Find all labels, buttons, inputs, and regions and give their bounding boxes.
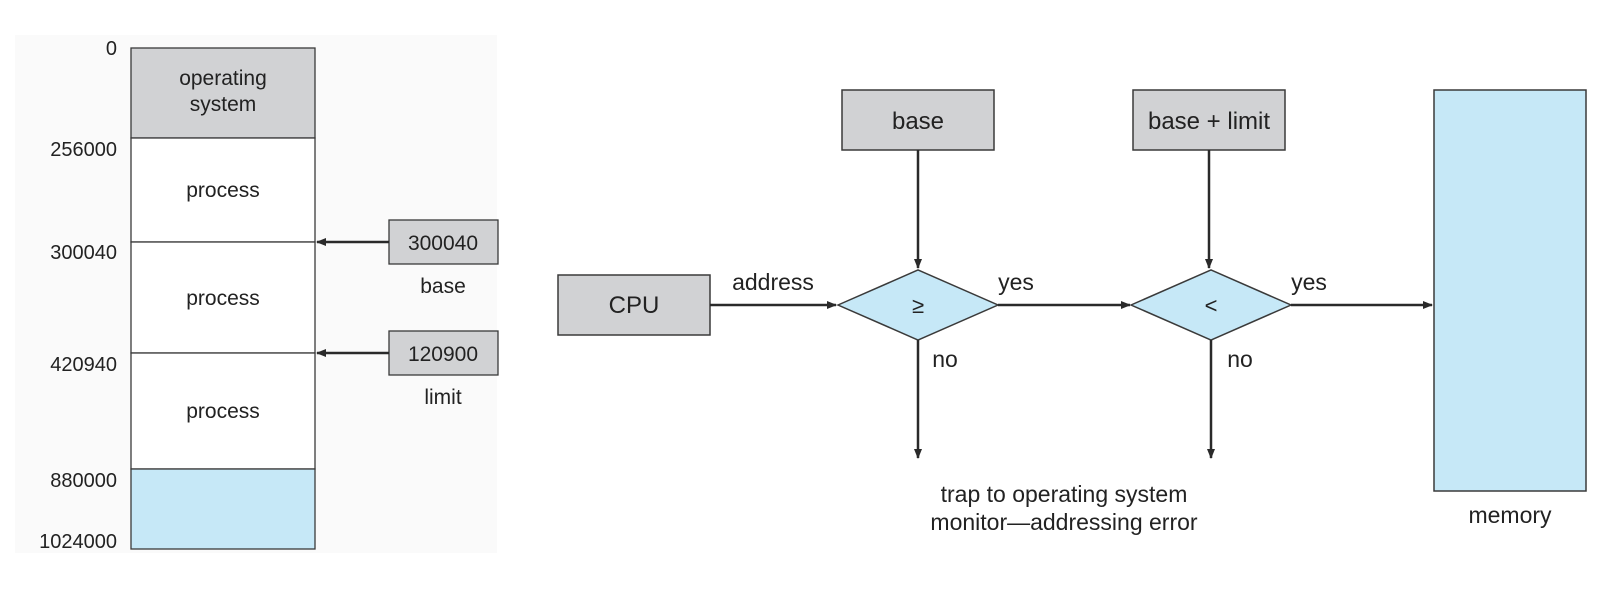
yes-label-1: yes xyxy=(998,269,1034,295)
os-label-line1: operating xyxy=(179,67,267,90)
base-box xyxy=(841,89,995,151)
process-block-2 xyxy=(130,241,316,354)
trap-label-line2: monitor—addressing error xyxy=(930,509,1198,535)
memory-label: memory xyxy=(1468,502,1552,528)
os-label-line2: system xyxy=(190,93,257,116)
base-register-box xyxy=(388,219,499,265)
process-label-2: process xyxy=(186,287,260,310)
process-block-3 xyxy=(130,352,316,470)
base-limit-box-label: base + limit xyxy=(1148,108,1270,135)
base-register-label: base xyxy=(420,275,466,298)
no-label-2: no xyxy=(1227,346,1253,372)
no-label-1: no xyxy=(932,346,958,372)
compare-ge-symbol: ≥ xyxy=(912,293,924,318)
limit-register-label: limit xyxy=(424,386,461,409)
yes-label-2: yes xyxy=(1291,269,1327,295)
compare-lt-symbol: < xyxy=(1205,293,1218,318)
free-memory-block xyxy=(130,468,316,550)
cpu-box xyxy=(557,274,711,336)
address-label: address xyxy=(732,269,814,295)
os-block xyxy=(130,47,316,139)
process-block-1 xyxy=(130,137,316,243)
memory-box xyxy=(1433,89,1587,492)
address-label-0: 0 xyxy=(106,38,117,60)
trap-label-line1: trap to operating system xyxy=(941,481,1188,507)
base-register-value: 300040 xyxy=(408,232,478,255)
address-label-420940: 420940 xyxy=(50,354,117,376)
limit-register-value: 120900 xyxy=(408,343,478,366)
cpu-label: CPU xyxy=(609,292,660,319)
process-label-1: process xyxy=(186,179,260,202)
address-label-300040: 300040 xyxy=(50,242,117,264)
process-label-3: process xyxy=(186,400,260,423)
address-label-880000: 880000 xyxy=(50,470,117,492)
address-label-1024000: 1024000 xyxy=(39,531,117,553)
base-box-label: base xyxy=(892,108,944,135)
address-label-256000: 256000 xyxy=(50,139,117,161)
